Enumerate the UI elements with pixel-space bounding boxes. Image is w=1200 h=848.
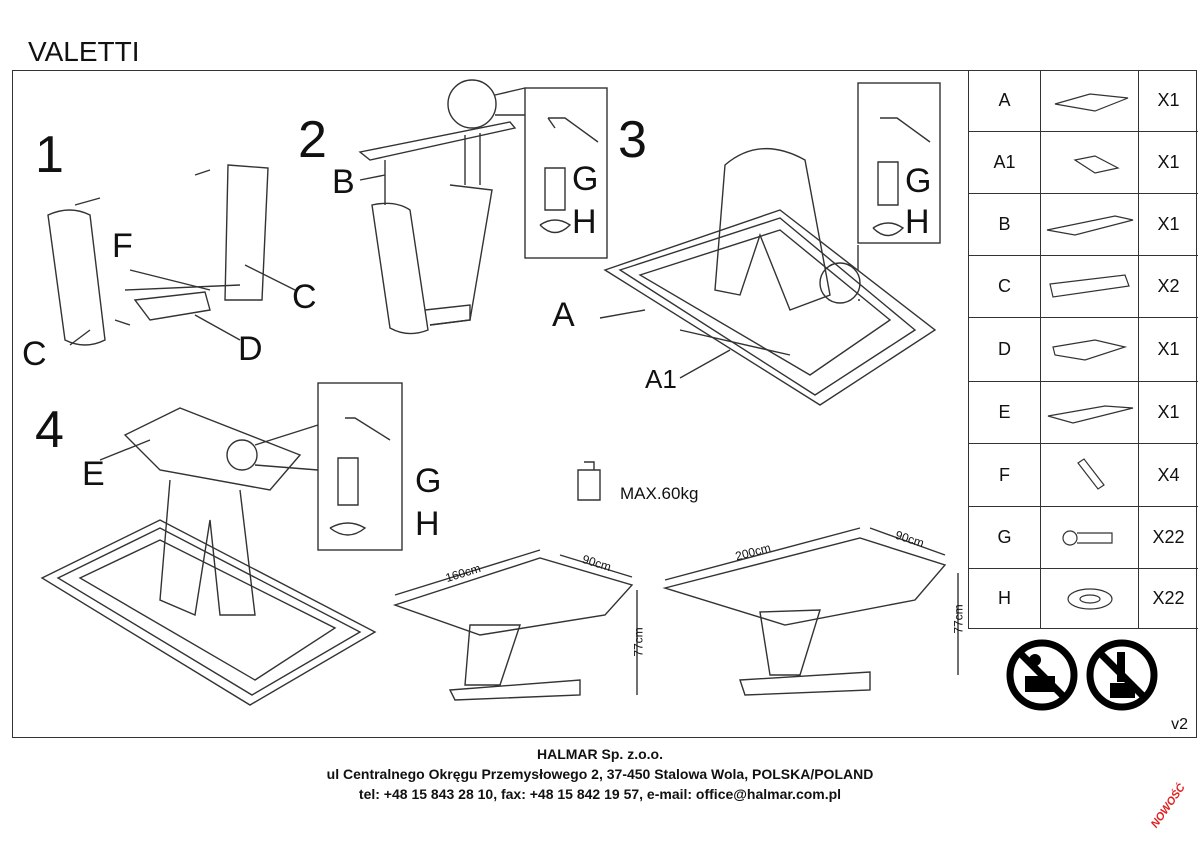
extended-table-drawing: [662, 527, 959, 696]
part-h-washer-icon: [1041, 569, 1139, 628]
part-id: F: [969, 444, 1041, 506]
step3-drawing: [599, 82, 941, 406]
part-id: G: [969, 507, 1041, 568]
step2-drawing: [358, 79, 608, 335]
parts-row: B X1: [969, 194, 1198, 256]
extended-height: 77cm: [951, 604, 966, 634]
part-qty: X4: [1157, 464, 1180, 485]
part-label-g: G: [415, 462, 442, 500]
warning-icons: [1006, 639, 1158, 711]
parts-row: E X1: [969, 382, 1198, 444]
part-qty: X1: [1157, 152, 1180, 172]
step4-drawing: [40, 382, 601, 706]
parts-row: H X22: [969, 569, 1198, 629]
parts-row: C X2: [969, 256, 1198, 318]
step-3-number: 3: [618, 111, 647, 169]
step1-drawing: [47, 164, 296, 346]
part-qty: X1: [1157, 402, 1180, 422]
part-label-h: H: [572, 203, 597, 241]
part-label-h: H: [905, 203, 930, 241]
part-a-icon: [1041, 70, 1139, 131]
closed-table-drawing: [392, 549, 638, 701]
part-c-icon: [1041, 256, 1139, 317]
part-d-icon: [1041, 318, 1139, 381]
parts-row: A X1: [969, 70, 1198, 132]
part-label-e: E: [82, 455, 105, 493]
part-e-icon: [1041, 382, 1139, 443]
step-2-number: 2: [298, 111, 327, 169]
part-label-b: B: [332, 163, 355, 201]
part-label-a: A: [552, 296, 575, 334]
part-id: C: [969, 256, 1041, 317]
part-id: H: [969, 569, 1041, 628]
parts-row: G X22: [969, 507, 1198, 569]
part-id: A: [969, 70, 1041, 131]
weight-icon: [578, 462, 600, 500]
version-label: v2: [1171, 716, 1188, 733]
company-name: HALMAR Sp. z.o.o.: [537, 746, 663, 762]
company-contact: tel: +48 15 843 28 10, fax: +48 15 842 1…: [358, 786, 842, 802]
max-load-label: MAX.60kg: [620, 484, 699, 503]
product-title: VALETTI: [28, 36, 140, 67]
footer: HALMAR Sp. z.o.o. ul Centralnego Okręgu …: [0, 744, 1200, 804]
no-sitting-icon: [1006, 639, 1078, 711]
part-id: A1: [969, 132, 1041, 193]
part-qty: X2: [1157, 276, 1180, 296]
part-qty: X22: [1152, 588, 1185, 608]
step-1-number: 1: [35, 126, 64, 184]
step-4-number: 4: [35, 401, 64, 459]
part-id: B: [969, 194, 1041, 255]
part-qty: X22: [1152, 527, 1185, 547]
part-label-g: G: [572, 160, 599, 198]
company-address: ul Centralnego Okręgu Przemysłowego 2, 3…: [326, 766, 874, 782]
closed-height: 77cm: [631, 627, 646, 657]
part-label-c: C: [22, 335, 47, 373]
diagram-frame: [12, 70, 1197, 738]
part-qty: X1: [1157, 90, 1180, 110]
part-label-g: G: [905, 162, 932, 200]
part-g-bolt-icon: [1041, 507, 1139, 568]
part-label-c: C: [292, 278, 317, 316]
part-label-h: H: [415, 505, 440, 543]
parts-row: A1 X1: [969, 132, 1198, 194]
part-id: E: [969, 382, 1041, 443]
part-a1-icon: [1041, 132, 1139, 193]
parts-row: D X1: [969, 318, 1198, 382]
part-label-f: F: [112, 227, 133, 265]
part-qty: X1: [1157, 214, 1180, 234]
part-qty: X1: [1157, 339, 1180, 359]
part-b-icon: [1041, 194, 1139, 255]
no-standing-icon: [1086, 639, 1158, 711]
parts-row: F X4: [969, 444, 1198, 507]
part-label-a1: A1: [645, 364, 677, 394]
part-f-dowel-icon: [1041, 444, 1139, 506]
part-id: D: [969, 318, 1041, 381]
part-label-d: D: [238, 330, 263, 368]
